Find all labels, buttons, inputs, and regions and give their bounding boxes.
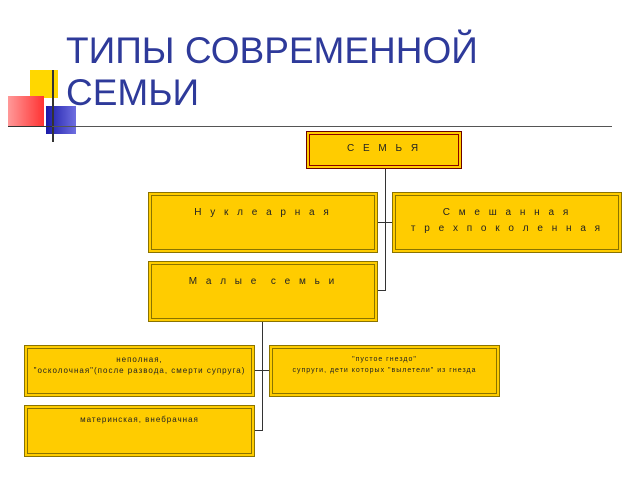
node-incomplete-label-2: "осколочная"(после развода, смерти супру… — [33, 366, 246, 375]
node-maternal-label: материнская, внебрачная — [80, 415, 199, 424]
node-empty-nest-label-2: супруги, дети которых "вылетели" из гнез… — [292, 367, 477, 374]
connector-root-vertical — [385, 168, 386, 290]
page-title: ТИПЫ СОВРЕМЕННОЙ СЕМЬИ — [66, 30, 586, 114]
connector-mixed — [385, 222, 393, 223]
node-maternal: материнская, внебрачная — [24, 405, 255, 457]
connector-incomplete — [254, 370, 269, 371]
node-small-families: М а л ы е с е м ь и — [148, 261, 378, 322]
node-mixed-label-1: С м е ш а н н а я — [442, 207, 572, 218]
node-empty-nest-label-1: "пустое гнездо" — [352, 356, 417, 363]
decorative-squares — [8, 70, 78, 145]
connector-small — [377, 290, 386, 291]
node-family: С Е М Ь Я — [306, 131, 462, 169]
node-incomplete-label-1: неполная, — [116, 355, 163, 364]
connector-nuclear — [377, 222, 386, 223]
connector-small-vertical — [262, 322, 263, 430]
node-nuclear-label: Н у к л е а р н а я — [194, 207, 332, 218]
node-small-families-label: М а л ы е с е м ь и — [188, 276, 338, 287]
title-line-1: ТИПЫ СОВРЕМЕННОЙ — [66, 30, 478, 71]
node-nuclear: Н у к л е а р н а я — [148, 192, 378, 253]
title-divider — [52, 126, 612, 127]
node-family-label: С Е М Ь Я — [346, 143, 422, 154]
node-mixed: С м е ш а н н а я т р е х п о к о л е н … — [392, 192, 622, 253]
node-incomplete: неполная, "осколочная"(после развода, см… — [24, 345, 255, 397]
node-empty-nest: "пустое гнездо" супруги, дети которых "в… — [269, 345, 500, 397]
node-mixed-label-2: т р е х п о к о л е н н а я — [410, 223, 604, 234]
title-line-2: СЕМЬИ — [66, 72, 200, 113]
connector-maternal — [254, 430, 263, 431]
